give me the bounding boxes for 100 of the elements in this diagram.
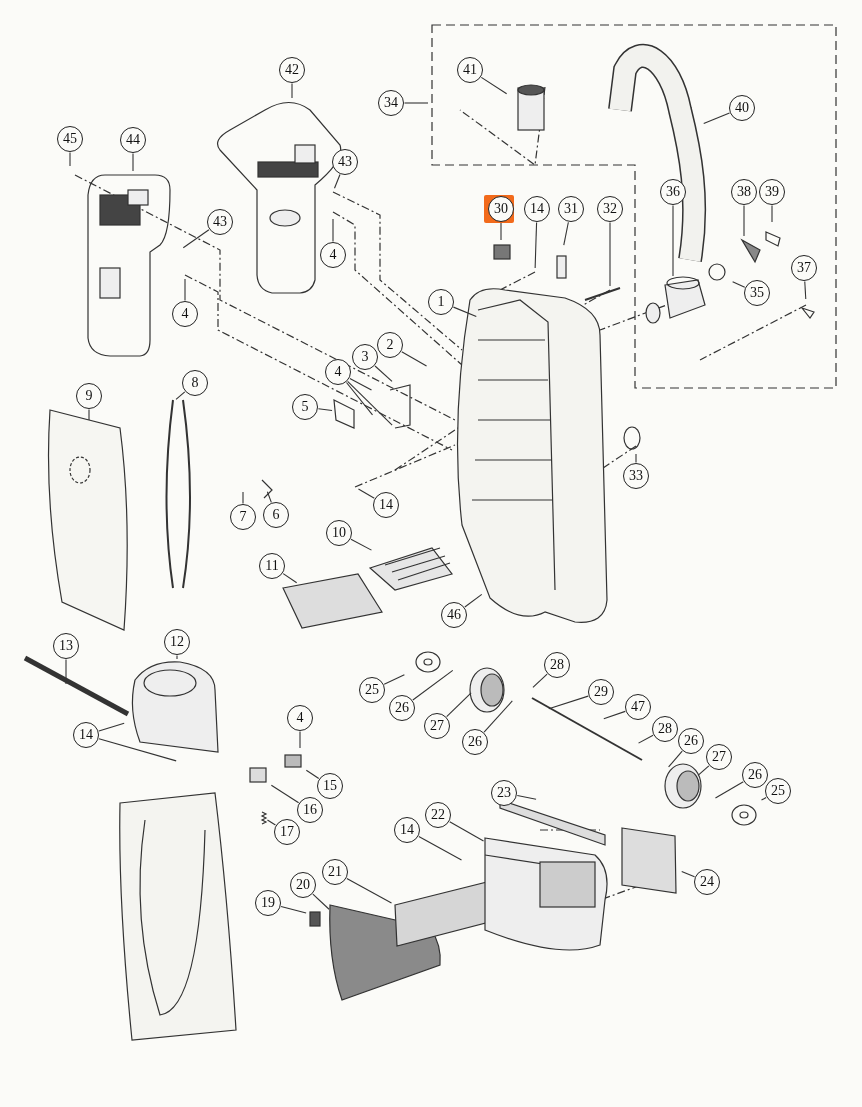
leader-line [175,391,186,400]
callout-number: 15 [317,773,343,799]
leader-line [548,695,589,710]
leader-line [532,673,548,688]
callout-number: 6 [263,502,289,528]
callout-number: 8 [182,370,208,396]
leader-line [345,381,374,416]
callout-number: 46 [441,602,467,628]
leader-line [346,877,393,904]
leader-line [483,700,513,733]
leader-line [132,152,134,172]
callout-number: 28 [544,652,570,678]
callout-number: 11 [259,553,285,579]
callout-number: 4 [172,301,198,327]
leader-line [374,365,393,382]
callout-number: 27 [706,744,732,770]
leader-line [333,174,341,189]
leader-line [412,669,454,701]
leader-line [703,112,731,125]
callout-number: 43 [207,209,233,235]
callout-number: 39 [759,179,785,205]
callout-number: 31 [558,196,584,222]
callout-number: 44 [120,127,146,153]
leader-line [638,734,654,744]
leader-line [668,750,683,768]
callout-number: 7 [230,504,256,530]
leader-line [270,784,300,804]
leader-line [98,738,177,762]
leader-line [418,835,463,861]
callout-number: 20 [290,872,316,898]
leader-line [563,221,569,246]
callout-number: 4 [325,359,351,385]
callout-number: 26 [389,695,415,721]
callout-number: 26 [462,729,488,755]
callout-number: 35 [744,280,770,306]
leader-line [347,380,393,426]
leader-line [266,491,272,503]
callout-number: 26 [742,762,768,788]
leader-line [743,204,745,237]
callout-number: 14 [73,722,99,748]
leader-line [635,453,637,464]
callout-number: 25 [359,677,385,703]
callout-number: 5 [292,394,318,420]
callout-number: 33 [623,463,649,489]
callout-number: 17 [274,819,300,845]
leader-line [305,769,320,780]
leader-line [98,722,125,732]
leader-line [697,765,710,776]
leader-line [332,218,334,243]
leader-line [401,351,428,367]
callout-number: 2 [377,332,403,358]
leader-line [464,593,483,608]
leader-line [184,278,186,302]
callout-number: 36 [660,179,686,205]
leader-line [403,102,429,104]
callout-number: 3 [352,344,378,370]
callout-number: 41 [457,57,483,83]
callout-number: 14 [394,817,420,843]
callout-number: 29 [588,679,614,705]
callout-number: 38 [731,179,757,205]
leader-line [446,692,472,718]
callout-number: 42 [279,57,305,83]
callout-number: 34 [378,90,404,116]
leader-line [452,306,477,318]
leader-line [732,281,746,288]
leader-line [804,280,807,300]
leader-line [603,710,626,720]
callout-number: 22 [425,802,451,828]
leader-line [357,488,375,499]
callout-number: 13 [53,633,79,659]
leader-line [383,674,405,685]
callout-number: 10 [326,520,352,546]
leader-line [266,819,277,826]
callout-number: 24 [694,869,720,895]
callout-number: 4 [287,705,313,731]
callout-number: 21 [322,859,348,885]
leader-line [609,221,611,287]
leader-line [500,221,502,241]
callout-number: 23 [491,780,517,806]
leader-line [714,781,744,799]
callout-number: 28 [652,716,678,742]
callout-number: 43 [332,149,358,175]
callout-number: 45 [57,126,83,152]
callout-number: 14 [524,196,550,222]
callout-number: 12 [164,629,190,655]
leader-line [242,491,244,505]
callout-number: 4 [320,242,346,268]
leader-line [182,229,210,249]
callout-number: 37 [791,255,817,281]
leader-line [771,204,773,223]
callout-number: 47 [625,694,651,720]
leader-line [299,730,301,749]
leader-line [516,795,537,800]
callout-number: 1 [428,289,454,315]
leader-line [312,893,330,910]
leader-line [449,821,485,842]
leader-line [88,408,90,421]
leader-line [480,76,508,95]
callout-number: 25 [765,778,791,804]
leader-line [176,654,178,660]
